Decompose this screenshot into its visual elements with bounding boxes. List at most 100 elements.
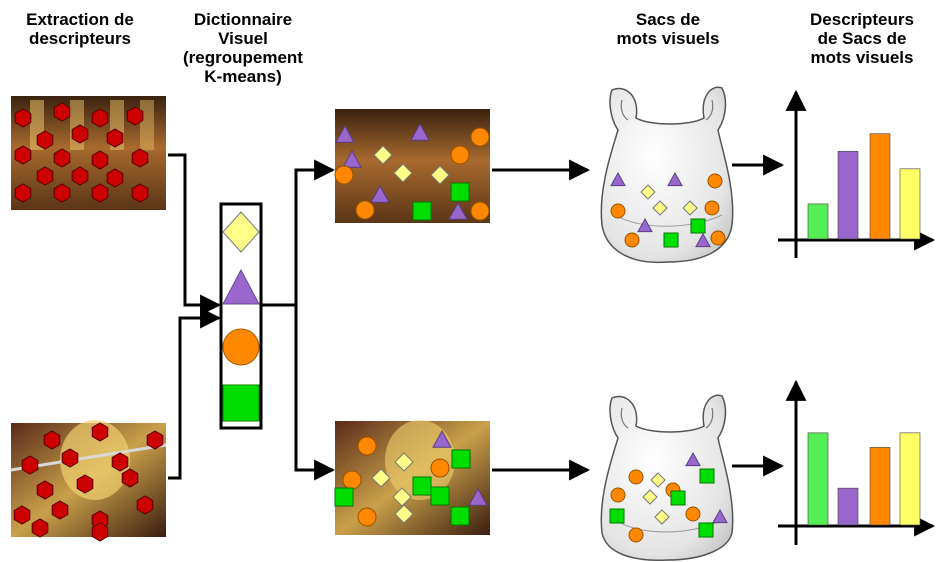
word-circle (628, 469, 644, 485)
word-diamond (394, 504, 414, 524)
header-dictionary-line1: Dictionnaire (193, 10, 293, 29)
word-diamond (393, 163, 413, 183)
descriptor-point (106, 128, 124, 148)
histogram-2-bar-triangle (837, 487, 859, 526)
word-triangle (370, 184, 390, 203)
descriptor-point (36, 480, 54, 500)
word-circle (628, 527, 644, 543)
word-triangle (335, 124, 355, 143)
descriptor-point (14, 108, 32, 128)
header-bags-line1: Sacs de (635, 10, 701, 29)
descriptor-point (91, 422, 109, 442)
word-triangle (667, 171, 683, 187)
word-circle (357, 507, 377, 527)
dictionary-square (222, 384, 260, 422)
word-circle (355, 200, 375, 220)
bag-2 (600, 394, 734, 561)
word-circle (450, 145, 470, 165)
quantized-image-1 (334, 109, 490, 223)
word-diamond (650, 472, 666, 488)
descriptor-point (14, 145, 32, 165)
descriptor-point (53, 148, 71, 168)
descriptor-point (31, 518, 49, 538)
word-circle (334, 165, 354, 185)
descriptor-point (91, 108, 109, 128)
word-square (699, 468, 715, 484)
word-circle (710, 230, 726, 246)
word-diamond (654, 509, 670, 525)
histogram-1 (778, 89, 936, 258)
visual-dictionary (219, 202, 263, 430)
bag-1 (600, 86, 734, 264)
word-circle (430, 458, 450, 478)
descriptor-point (111, 452, 129, 472)
connectors-from-dictionary (262, 159, 336, 481)
descriptor-point (91, 183, 109, 203)
header-dictionary-line3: (regroupement (183, 48, 303, 67)
word-diamond (652, 200, 668, 216)
word-square (334, 487, 354, 507)
word-circle (470, 201, 490, 221)
descriptor-point (131, 148, 149, 168)
histogram-1-bar-circle (869, 133, 891, 240)
header-descriptors-line2: de Sacs de (817, 29, 907, 48)
descriptor-point (91, 522, 109, 542)
word-square (663, 232, 679, 248)
word-diamond (430, 165, 450, 185)
descriptor-point (131, 183, 149, 203)
quantized-image-2 (334, 420, 490, 535)
word-triangle (712, 508, 728, 524)
histogram-1-bar-diamond (899, 168, 921, 240)
word-circle (610, 487, 626, 503)
header-descriptors-line1: Descripteurs (810, 10, 914, 29)
word-square (451, 449, 471, 469)
descriptor-point (14, 183, 32, 203)
descriptor-point (21, 455, 39, 475)
histogram-1-bar-square (807, 203, 829, 240)
word-circle (624, 232, 640, 248)
histogram-2 (778, 379, 936, 545)
word-diamond (373, 145, 393, 165)
header-extraction-line1: Extraction de (26, 10, 134, 29)
header-bags: Sacs de mots visuels (598, 10, 738, 48)
dictionary-circle (222, 328, 260, 366)
descriptor-point (36, 166, 54, 186)
descriptor-point (13, 505, 31, 525)
descriptor-point (51, 500, 69, 520)
input-image-2 (10, 420, 167, 542)
descriptor-point (53, 102, 71, 122)
histogram-2-bar-diamond (899, 432, 921, 526)
descriptor-point (71, 166, 89, 186)
word-circle (707, 173, 723, 189)
word-triangle (468, 487, 488, 506)
word-square (412, 476, 432, 496)
word-square (450, 506, 470, 526)
word-triangle (410, 122, 430, 141)
word-circle (357, 436, 377, 456)
header-dictionary: Dictionnaire Visuel (regroupement K-mean… (168, 10, 318, 86)
descriptor-point (71, 124, 89, 144)
word-diamond (394, 452, 414, 472)
descriptor-point (121, 468, 139, 488)
header-extraction-line2: descripteurs (28, 29, 132, 48)
word-triangle (448, 201, 468, 220)
descriptor-point (136, 495, 154, 515)
word-triangle (610, 171, 626, 187)
word-square (609, 508, 625, 524)
word-diamond (682, 200, 698, 216)
word-triangle (637, 217, 653, 233)
word-circle (685, 506, 701, 522)
word-triangle (695, 232, 711, 248)
header-dictionary-line2: Visuel (218, 29, 268, 48)
descriptor-point (53, 183, 71, 203)
descriptor-point (76, 474, 94, 494)
input-image-1 (11, 96, 166, 210)
header-descriptors-line3: mots visuels (810, 48, 914, 67)
header-dictionary-line4: K-means) (204, 67, 282, 86)
histogram-2-bar-square (807, 432, 829, 526)
header-descriptors: Descripteurs de Sacs de mots visuels (785, 10, 939, 67)
word-triangle (342, 149, 362, 168)
word-triangle (685, 451, 701, 467)
dictionary-diamond (222, 211, 260, 253)
